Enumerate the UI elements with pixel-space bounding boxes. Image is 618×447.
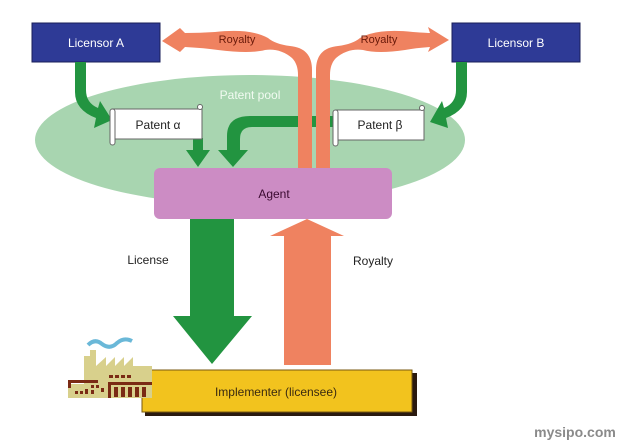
implementer-node: Implementer (licensee) xyxy=(141,369,417,416)
patent-alpha-node: Patent α xyxy=(109,104,203,146)
patent-alpha-label: Patent α xyxy=(136,118,181,132)
licensor-b-node: Licensor B xyxy=(451,22,581,63)
license-arrow-patent-alpha-to-agent xyxy=(186,138,210,167)
patent-beta-node: Patent β xyxy=(332,105,425,147)
license-label: License xyxy=(127,253,169,267)
licensor-b-label: Licensor B xyxy=(488,36,545,50)
licensor-a-node: Licensor A xyxy=(31,22,161,63)
agent-node: Agent xyxy=(154,168,392,219)
license-arrow-a-to-patent-alpha xyxy=(75,62,112,128)
royalty-arrow-implementer-to-agent xyxy=(270,219,344,365)
royalty-stem-right xyxy=(316,110,330,170)
royalty-stem-left xyxy=(298,110,312,170)
licensor-a-label: Licensor A xyxy=(68,36,124,50)
license-arrow-agent-to-implementer xyxy=(173,219,252,364)
patent-pool-label: Patent pool xyxy=(220,88,281,102)
royalty-arrow-to-licensor-a xyxy=(162,28,312,175)
royalty-label-a: Royalty xyxy=(219,34,256,46)
factory-icon xyxy=(68,337,152,398)
agent-label: Agent xyxy=(258,187,290,201)
royalty-label-b: Royalty xyxy=(361,34,398,46)
implementer-label: Implementer (licensee) xyxy=(215,385,337,399)
patent-beta-label: Patent β xyxy=(358,118,403,132)
watermark: mysipo.com xyxy=(534,424,616,440)
royalty-label-implementer: Royalty xyxy=(353,254,393,268)
license-arrow-b-to-patent-beta xyxy=(430,62,467,128)
